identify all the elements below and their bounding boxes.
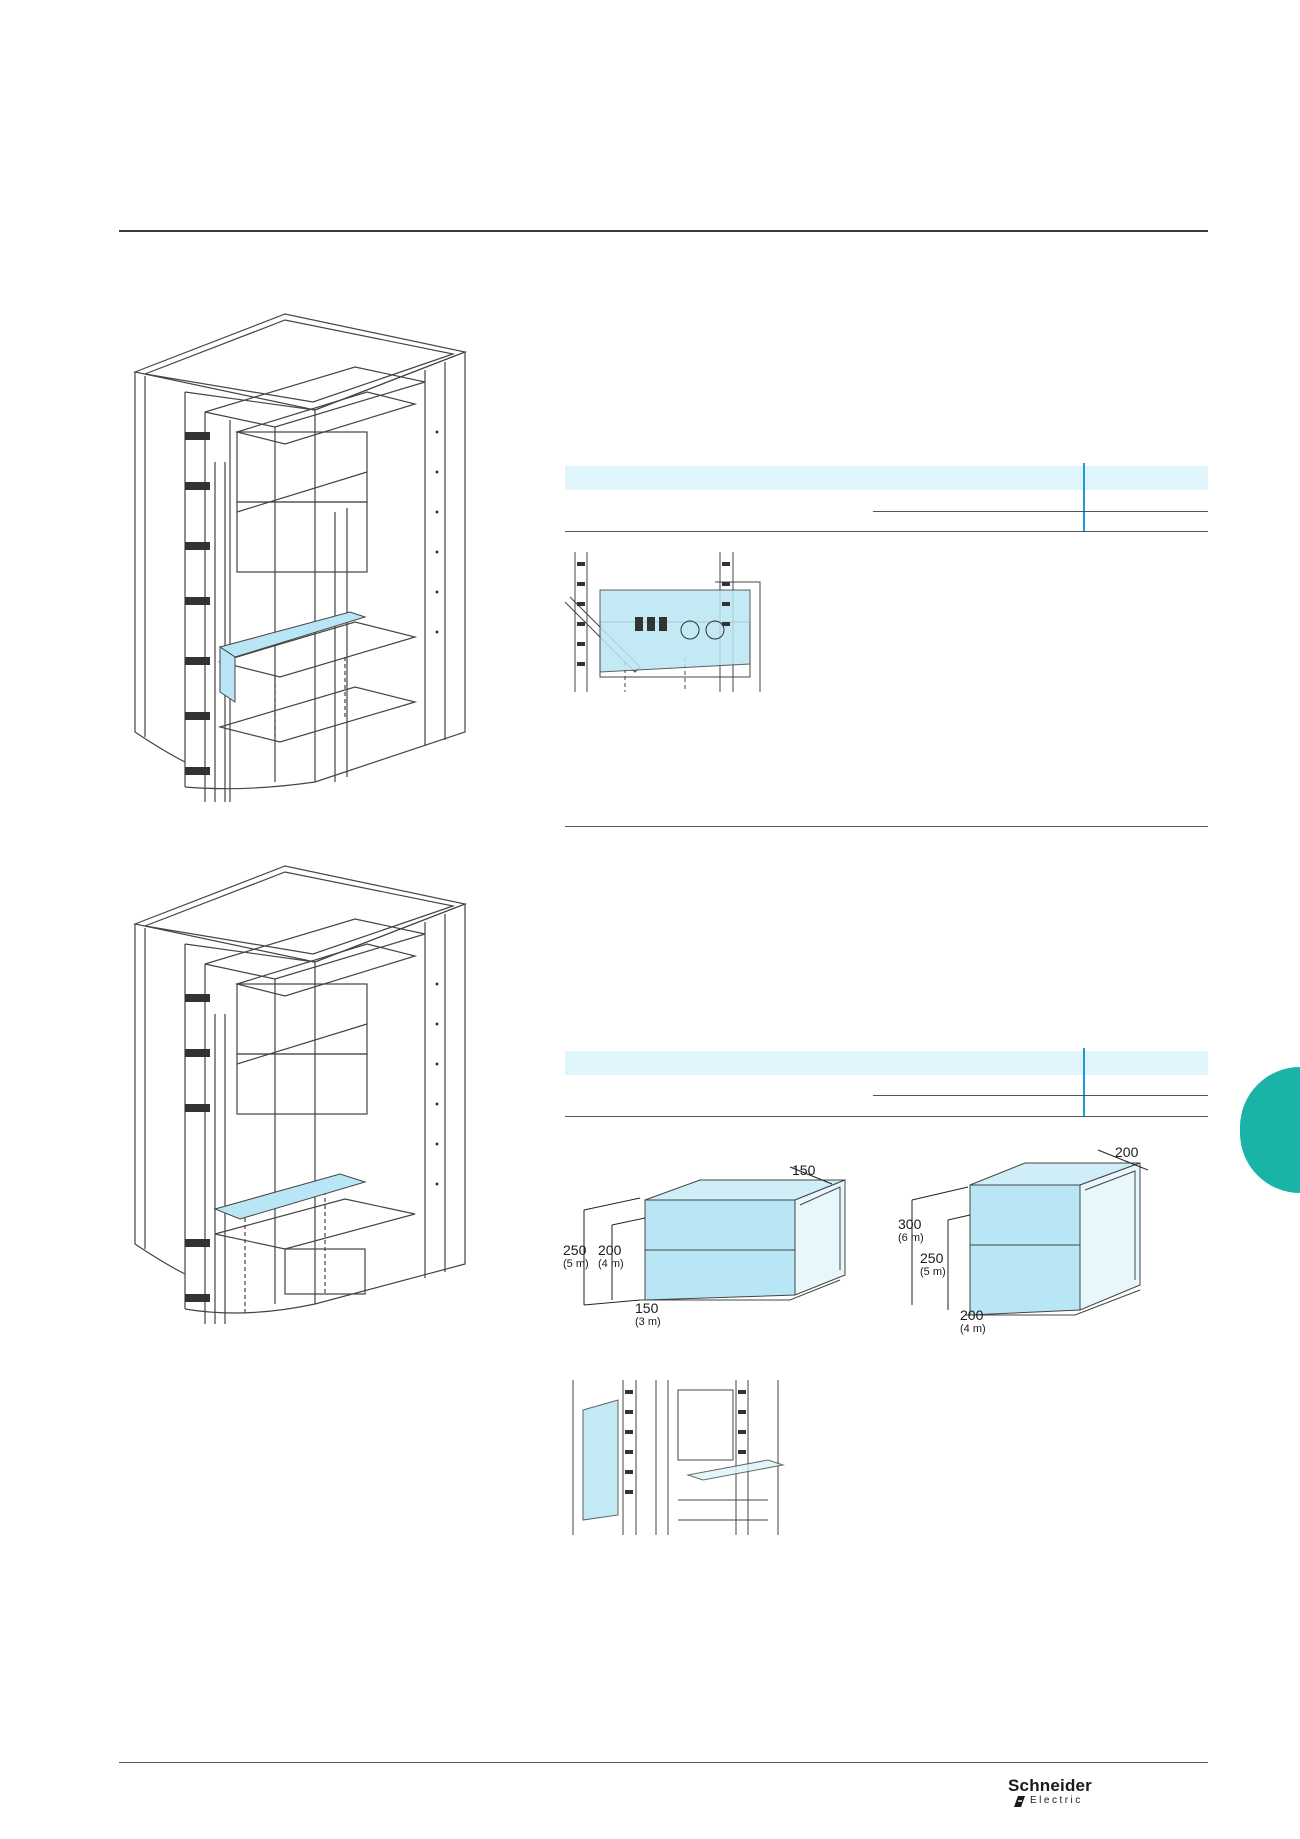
section-rule [565,826,1208,827]
dim-top-label: 150 [792,1162,816,1178]
dim-top-label: 200 [1115,1145,1139,1160]
dim-h1-label: 300 [898,1216,922,1232]
brand-logo-name: Schneider [1008,1776,1092,1795]
table-header-band [565,466,1208,490]
footer-rule [119,1762,1208,1763]
dim-h2-sub: (5 m) [920,1266,946,1278]
dim-bottom-label: 200 [960,1307,984,1323]
chapter-tab [1240,1067,1300,1193]
table-bottom-rule [565,531,1208,532]
table-row-rule [873,1095,1208,1096]
dim-bottom-sub: (4 m) [960,1323,986,1335]
header-rule [119,230,1208,232]
cabinet-illustration-bottom [132,865,468,1324]
duct-drawing-small: 150 250 (5 m) 200 (4 m) 150 (3 m) [563,1162,846,1328]
dim-h1-sub: (6 m) [898,1232,924,1244]
table-row-rule [873,511,1208,512]
duct-installation-detail [572,1380,785,1535]
brand-logo-sub: Electric [1030,1795,1083,1806]
mounting-plate-detail [565,552,761,692]
dim-h2-label: 250 [920,1250,944,1266]
table-column-separator [1083,1048,1085,1116]
dim-h2-sub: (4 m) [598,1258,624,1270]
dim-h1-sub: (5 m) [563,1258,589,1270]
brand-logo-icon [1014,1796,1025,1807]
dim-h1-label: 250 [563,1242,587,1258]
cabinet-illustration-top [132,313,468,802]
table-column-separator [1083,463,1085,531]
dim-bottom-sub: (3 m) [635,1316,661,1328]
table-bottom-rule [565,1116,1208,1117]
dim-h2-label: 200 [598,1242,622,1258]
table-header-band [565,1051,1208,1075]
duct-drawing-large: 200 300 (6 m) 250 (5 m) 200 (4 m) [898,1145,1149,1335]
dim-bottom-label: 150 [635,1300,659,1316]
